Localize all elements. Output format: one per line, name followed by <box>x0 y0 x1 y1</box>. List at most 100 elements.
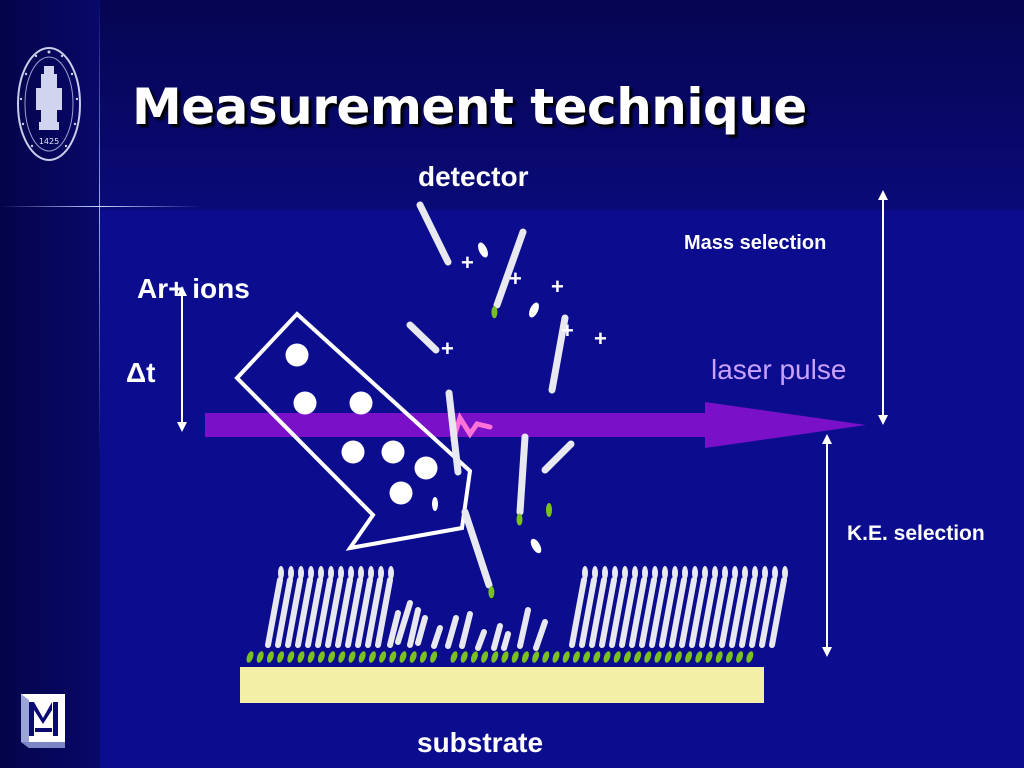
disordered-molecule <box>517 607 531 649</box>
molecule-head <box>328 566 334 580</box>
molecule-anchor <box>695 651 703 663</box>
ion-beam-arrow <box>234 311 473 551</box>
molecule-anchor <box>379 651 387 663</box>
monolayer-molecule <box>679 577 697 648</box>
molecule-head <box>348 566 354 580</box>
molecule-head <box>612 566 618 580</box>
ejected-molecule <box>493 228 527 309</box>
ion-charge: + <box>509 266 522 291</box>
ion-charge: + <box>441 336 454 361</box>
molecule-anchor <box>256 651 264 663</box>
monolayer-molecule <box>669 577 687 648</box>
monolayer-molecule <box>639 577 657 648</box>
molecule-head <box>662 566 668 580</box>
disordered-molecule <box>395 600 413 645</box>
monolayer-molecule <box>335 577 353 648</box>
monolayer-molecule <box>769 577 787 648</box>
monolayer-molecule <box>345 577 363 648</box>
monolayer-molecule <box>265 577 283 648</box>
detector-label: detector <box>418 161 529 192</box>
monolayer-molecule <box>749 577 767 648</box>
molecule-anchor <box>501 651 509 663</box>
molecule-anchor <box>491 651 499 663</box>
monolayer-molecule <box>689 577 707 648</box>
molecule-anchor <box>389 651 397 663</box>
molecule-head <box>338 566 344 580</box>
molecule-anchor <box>705 651 713 663</box>
monolayer-molecule <box>285 577 303 648</box>
disordered-molecule <box>475 629 487 651</box>
argon-ion <box>389 481 413 505</box>
disordered-molecule <box>501 631 511 651</box>
molecule-head <box>672 566 678 580</box>
molecule-anchor <box>685 651 693 663</box>
molecule-anchor <box>532 651 540 663</box>
slide-title: Measurement technique <box>132 78 807 136</box>
molecule-anchor <box>348 651 356 663</box>
disordered-molecule <box>415 615 428 646</box>
argon-ion <box>341 440 365 464</box>
molecule-head <box>602 566 608 580</box>
monolayer-molecule <box>589 577 607 648</box>
molecule-head <box>712 566 718 580</box>
molecule-anchor <box>430 651 438 663</box>
molecule-anchor <box>399 651 407 663</box>
argon-ion <box>349 391 373 415</box>
molecule-anchor <box>460 651 468 663</box>
monolayer-molecule <box>699 577 717 648</box>
molecule-anchor <box>266 651 274 663</box>
molecule-head <box>358 566 364 580</box>
molecule-head <box>622 566 628 580</box>
molecule-anchor <box>654 651 662 663</box>
institute-logo-icon <box>21 694 65 748</box>
laser-pulse-arrow <box>205 402 866 448</box>
molecule-anchor <box>521 651 529 663</box>
ejected-fragment <box>530 538 542 554</box>
disordered-molecule <box>387 610 401 648</box>
substrate-block <box>240 667 764 703</box>
monolayer-molecule <box>355 577 373 648</box>
monolayer-molecule <box>325 577 343 648</box>
molecule-head <box>782 566 788 580</box>
mass-selection-arrow-head <box>878 190 888 200</box>
ejected-fragment <box>529 302 539 318</box>
molecule-head <box>278 566 284 580</box>
molecule-anchor <box>287 651 295 663</box>
molecule-head <box>298 566 304 580</box>
molecule-head <box>692 566 698 580</box>
ejected-molecule <box>541 440 575 474</box>
molecule-anchor <box>736 651 744 663</box>
molecule-head <box>772 566 778 580</box>
molecule-head <box>722 566 728 580</box>
molecule-anchor <box>297 651 305 663</box>
molecule-anchor <box>593 651 601 663</box>
molecule-anchor <box>307 651 315 663</box>
monolayer-molecule <box>305 577 323 648</box>
disordered-molecule <box>407 607 421 648</box>
ejected-fragment <box>546 503 552 517</box>
monolayer-molecule <box>729 577 747 648</box>
ion-charge: + <box>594 326 607 351</box>
impact-flash <box>450 412 493 443</box>
molecule-head <box>368 566 374 580</box>
ke-selection-label: K.E. selection <box>847 522 985 545</box>
monolayer-molecule <box>315 577 333 648</box>
molecule-head <box>592 566 598 580</box>
monolayer-molecule <box>365 577 383 648</box>
molecule-anchor <box>511 651 519 663</box>
molecule-anchor <box>725 651 733 663</box>
molecule-head <box>742 566 748 580</box>
molecule-anchor <box>674 651 682 663</box>
molecule-anchor <box>542 651 550 663</box>
delta-t-arrow-head <box>177 286 187 296</box>
molecule-head <box>388 566 394 580</box>
monolayer-molecule <box>275 577 293 648</box>
argon-ion <box>381 440 405 464</box>
molecule-anchor <box>562 651 570 663</box>
molecule-head <box>762 566 768 580</box>
ion-charge: + <box>461 250 474 275</box>
argon-ion <box>285 343 309 367</box>
header-background <box>0 0 1024 210</box>
monolayer-molecule <box>629 577 647 648</box>
molecule-anchor <box>358 651 366 663</box>
